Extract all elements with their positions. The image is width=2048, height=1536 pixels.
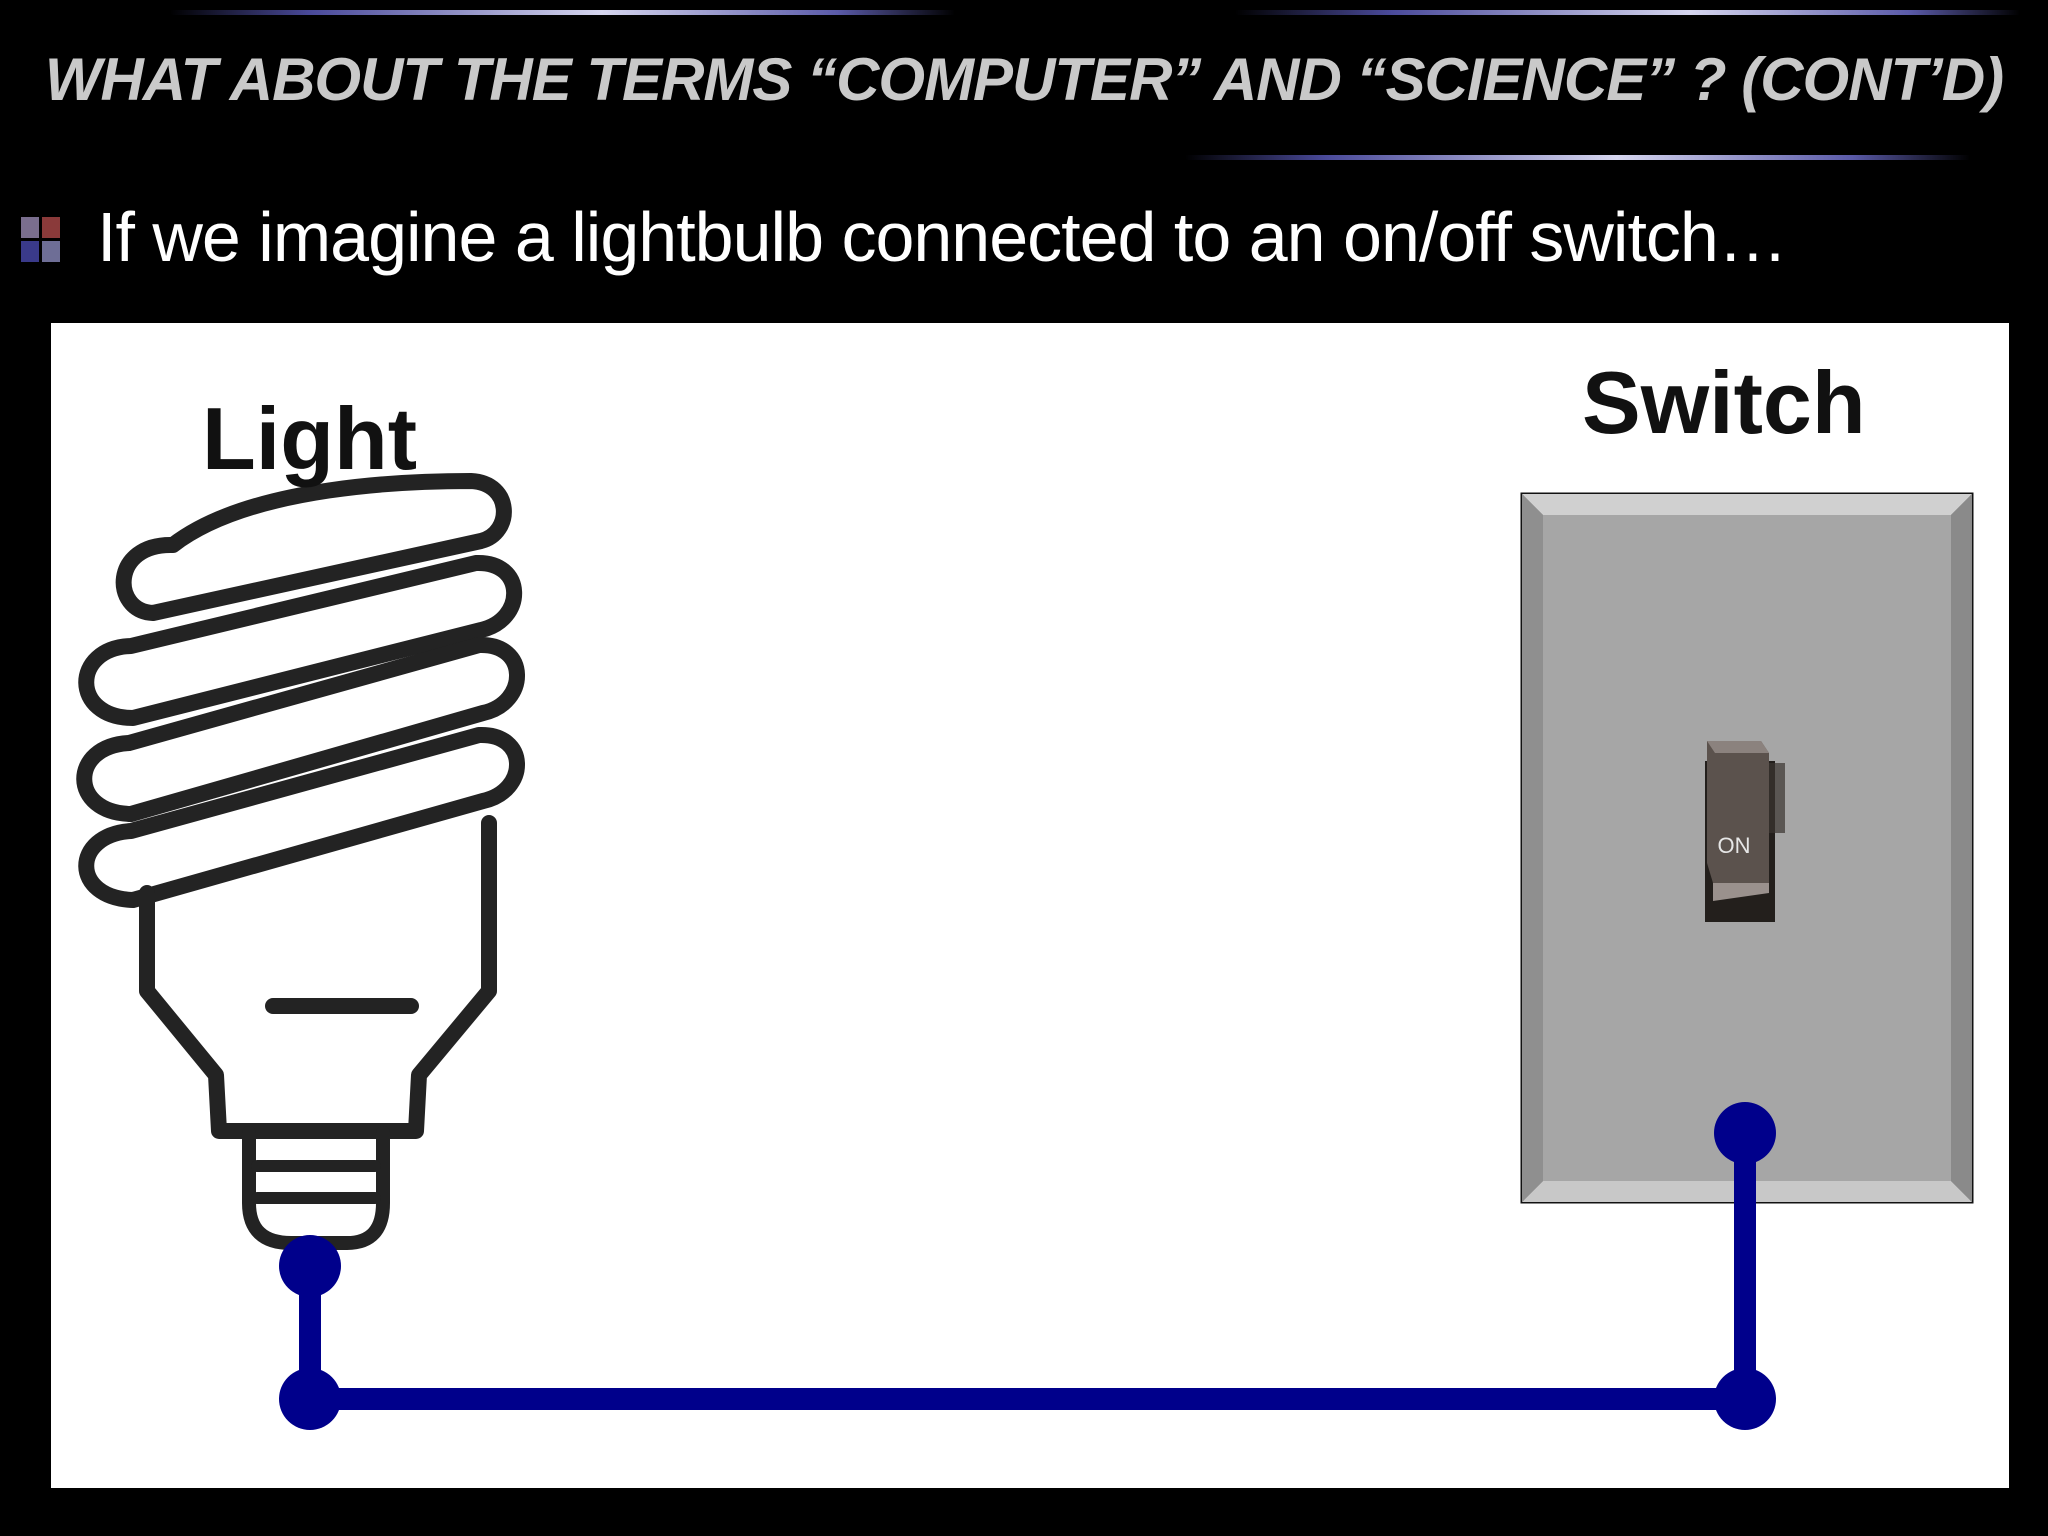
title-underline-rule <box>1185 155 1970 160</box>
light-label: Light <box>202 389 418 488</box>
square-grid-bullet-icon <box>21 217 60 262</box>
bullet-text: If we imagine a lightbulb connected to a… <box>97 198 1788 276</box>
circuit-diagram-graphic <box>76 473 1974 1430</box>
circuit-diagram: Light Switch ON <box>51 323 2009 1488</box>
switch-label: Switch <box>1582 353 1866 452</box>
slide-title: WHAT ABOUT THE TERMS “COMPUTER” AND “SCI… <box>44 46 2004 113</box>
top-right-decorative-rule <box>1235 10 2020 15</box>
wire-terminal-nodes <box>279 1102 1776 1430</box>
toggle-switch-icon <box>1705 741 1785 922</box>
circuit-wire <box>299 1122 1756 1410</box>
top-left-decorative-rule <box>170 10 955 15</box>
toggle-on-label: ON <box>1717 833 1751 858</box>
lightbulb-icon <box>76 473 525 1250</box>
